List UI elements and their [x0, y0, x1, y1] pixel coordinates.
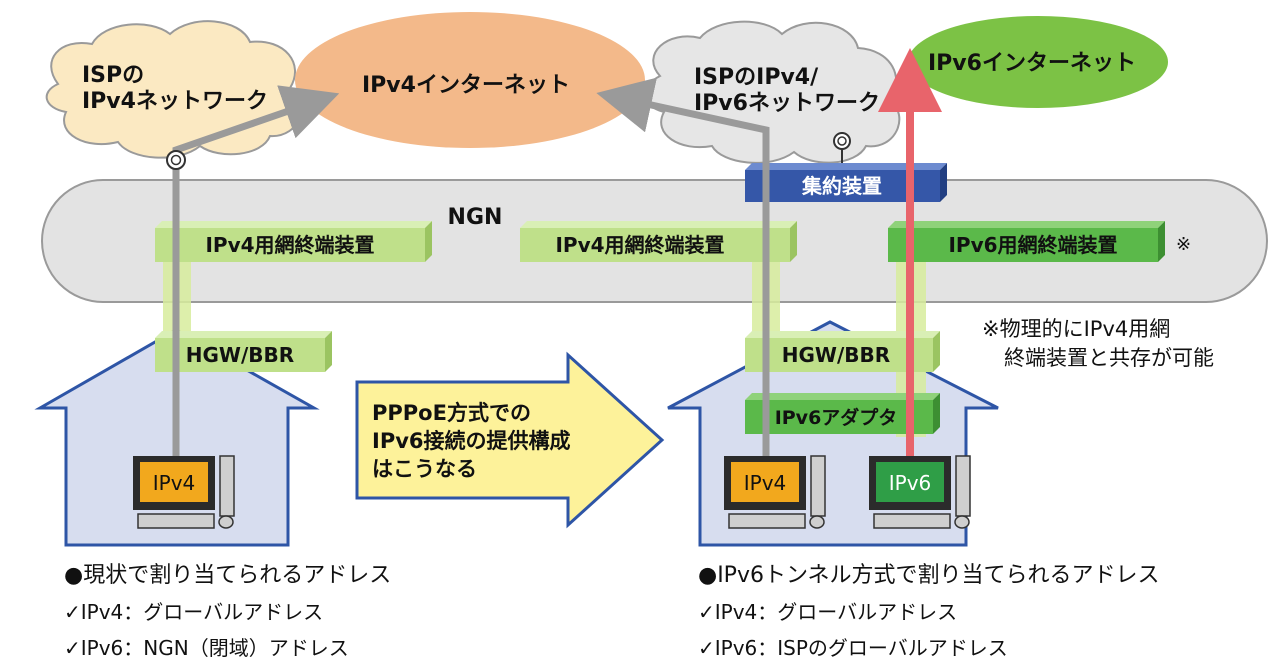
- isp-v4v6-line1: ISPのIPv4/: [694, 65, 819, 90]
- isp-v4v6-line2: IPv6ネットワーク: [694, 91, 880, 116]
- nte-ipv6: IPv6用網終端装置: [888, 221, 1165, 262]
- pc-right-ipv4-label: IPv4: [744, 471, 787, 495]
- aggregator-port-inner-icon: [837, 136, 847, 146]
- caption-right-item-1: ✓IPv4：グローバルアドレス: [698, 600, 958, 624]
- pc-left-mouse-icon: [218, 515, 234, 529]
- nte-asterisk: ※: [1176, 234, 1191, 255]
- caption-left-title: ●現状で割り当てられるアドレス: [64, 563, 392, 588]
- pc-right-ipv4-screen: [731, 462, 799, 502]
- caption-right-item-2: ✓IPv6：ISPのグローバルアドレス: [698, 636, 1008, 660]
- pc-right-ipv6-screen: [876, 462, 944, 502]
- ipv6-internet-label: IPv6インターネット: [928, 51, 1136, 76]
- hgw-left: HGW/BBR: [155, 331, 332, 372]
- pc-left-tower: [219, 455, 235, 517]
- caption-left: ●現状で割り当てられるアドレス ✓IPv4：グローバルアドレス ✓IPv6：NG…: [64, 558, 391, 666]
- pc-right-ipv6-tower: [955, 455, 971, 517]
- pc-right-ipv4-tower: [810, 455, 826, 517]
- ipv6-adapter-label: IPv6アダプタ: [775, 406, 898, 429]
- aggregator-box-edge: [940, 163, 947, 202]
- isp-ipv4-cloud-line2: IPv4ネットワーク: [82, 89, 268, 114]
- pc-left: IPv4: [133, 455, 235, 529]
- transition-arrow-line1: PPPoE方式での: [372, 401, 531, 425]
- pc-right-ipv6-mouse-icon: [954, 515, 970, 529]
- pc-left-keyboard: [137, 513, 215, 529]
- nte-left-label: IPv4用網終端装置: [205, 233, 374, 257]
- isp-ipv4-cloud: ISPの IPv4ネットワーク: [45, 20, 304, 159]
- transition-arrow-line3: はこうなる: [372, 457, 477, 481]
- caption-left-item-1: ✓IPv4：グローバルアドレス: [64, 600, 324, 624]
- isp-ipv4-ipv6-cloud: ISPのIPv4/ IPv6ネットワーク: [644, 20, 901, 164]
- pc-right-ipv6-keyboard: [873, 513, 951, 529]
- caption-right-title: ●IPv6トンネル方式で割り当てられるアドレス: [698, 563, 1160, 588]
- pc-right-ipv6: IPv6: [869, 455, 971, 529]
- nte-middle-label: IPv4用網終端装置: [555, 233, 724, 257]
- pc-right-ipv4: IPv4: [724, 455, 826, 529]
- ipv6-adapter: IPv6アダプタ: [745, 393, 940, 434]
- pc-right-ipv4-mouse-icon: [809, 515, 825, 529]
- hgw-left-label: HGW/BBR: [186, 343, 294, 367]
- right-ipv4-path-line: [596, 77, 770, 460]
- note-line1: ※物理的にIPv4用網: [982, 317, 1170, 341]
- hgw-right-label: HGW/BBR: [782, 343, 890, 367]
- caption-left-item-2: ✓IPv6：NGN（閉域）アドレス: [64, 636, 349, 660]
- ngn-label: NGN: [448, 205, 503, 230]
- pc-right-ipv6-label: IPv6: [889, 471, 932, 495]
- ipv4-internet-label: IPv4インターネット: [362, 73, 570, 98]
- note-line2: 終端装置と共存が可能: [1004, 346, 1214, 370]
- ipv6-internet-cloud: [908, 16, 1168, 108]
- transition-arrow-shape: [355, 351, 665, 529]
- ipv4-internet-cloud: [295, 12, 645, 148]
- pc-left-screen: [140, 462, 208, 502]
- nte-ipv6-label: IPv6用網終端装置: [948, 233, 1117, 257]
- nte-middle: IPv4用網終端装置: [520, 221, 797, 262]
- pc-left-label: IPv4: [153, 471, 196, 495]
- hgw-right: HGW/BBR: [745, 331, 940, 372]
- left-isp-port-inner-icon: [170, 154, 182, 166]
- nte-left: IPv4用網終端装置: [155, 221, 432, 262]
- isp-ipv4-cloud-line1: ISPの: [82, 63, 144, 88]
- aggregator-box-side: [745, 163, 947, 170]
- caption-right: ●IPv6トンネル方式で割り当てられるアドレス ✓IPv4：グローバルアドレス …: [698, 558, 1160, 666]
- transition-arrow-line2: IPv6接続の提供構成: [372, 429, 571, 453]
- pc-right-ipv4-keyboard: [728, 513, 806, 529]
- aggregator-label: 集約装置: [801, 174, 882, 198]
